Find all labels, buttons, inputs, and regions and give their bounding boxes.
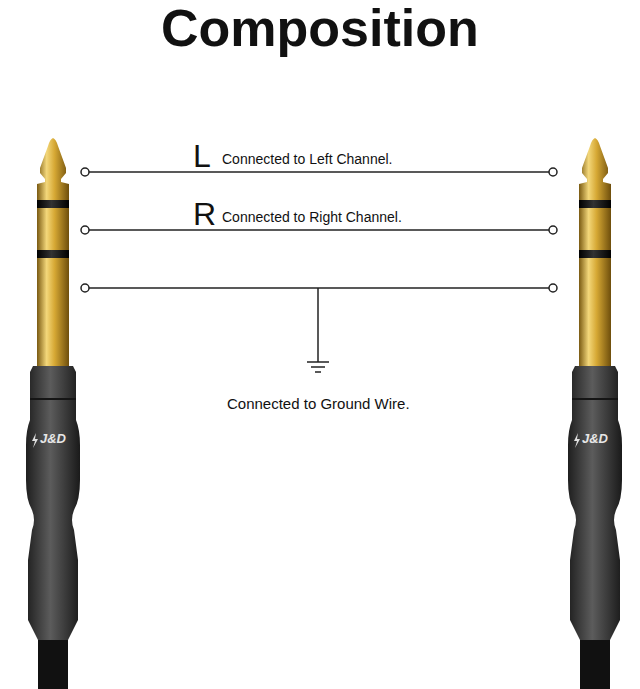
right-plug bbox=[568, 138, 622, 689]
brand-logo: J&D bbox=[582, 432, 608, 446]
channel-letter: R bbox=[193, 197, 216, 232]
ground-note: Connected to Ground Wire. bbox=[227, 396, 410, 413]
left-plug bbox=[26, 138, 80, 689]
brand-logo: J&D bbox=[40, 432, 66, 446]
title: Composition bbox=[161, 0, 479, 57]
channel-letter: L bbox=[193, 139, 211, 174]
wires bbox=[81, 168, 557, 372]
channel-note: Connected to Left Channel. bbox=[222, 152, 392, 167]
channel-note: Connected to Right Channel. bbox=[222, 210, 402, 225]
